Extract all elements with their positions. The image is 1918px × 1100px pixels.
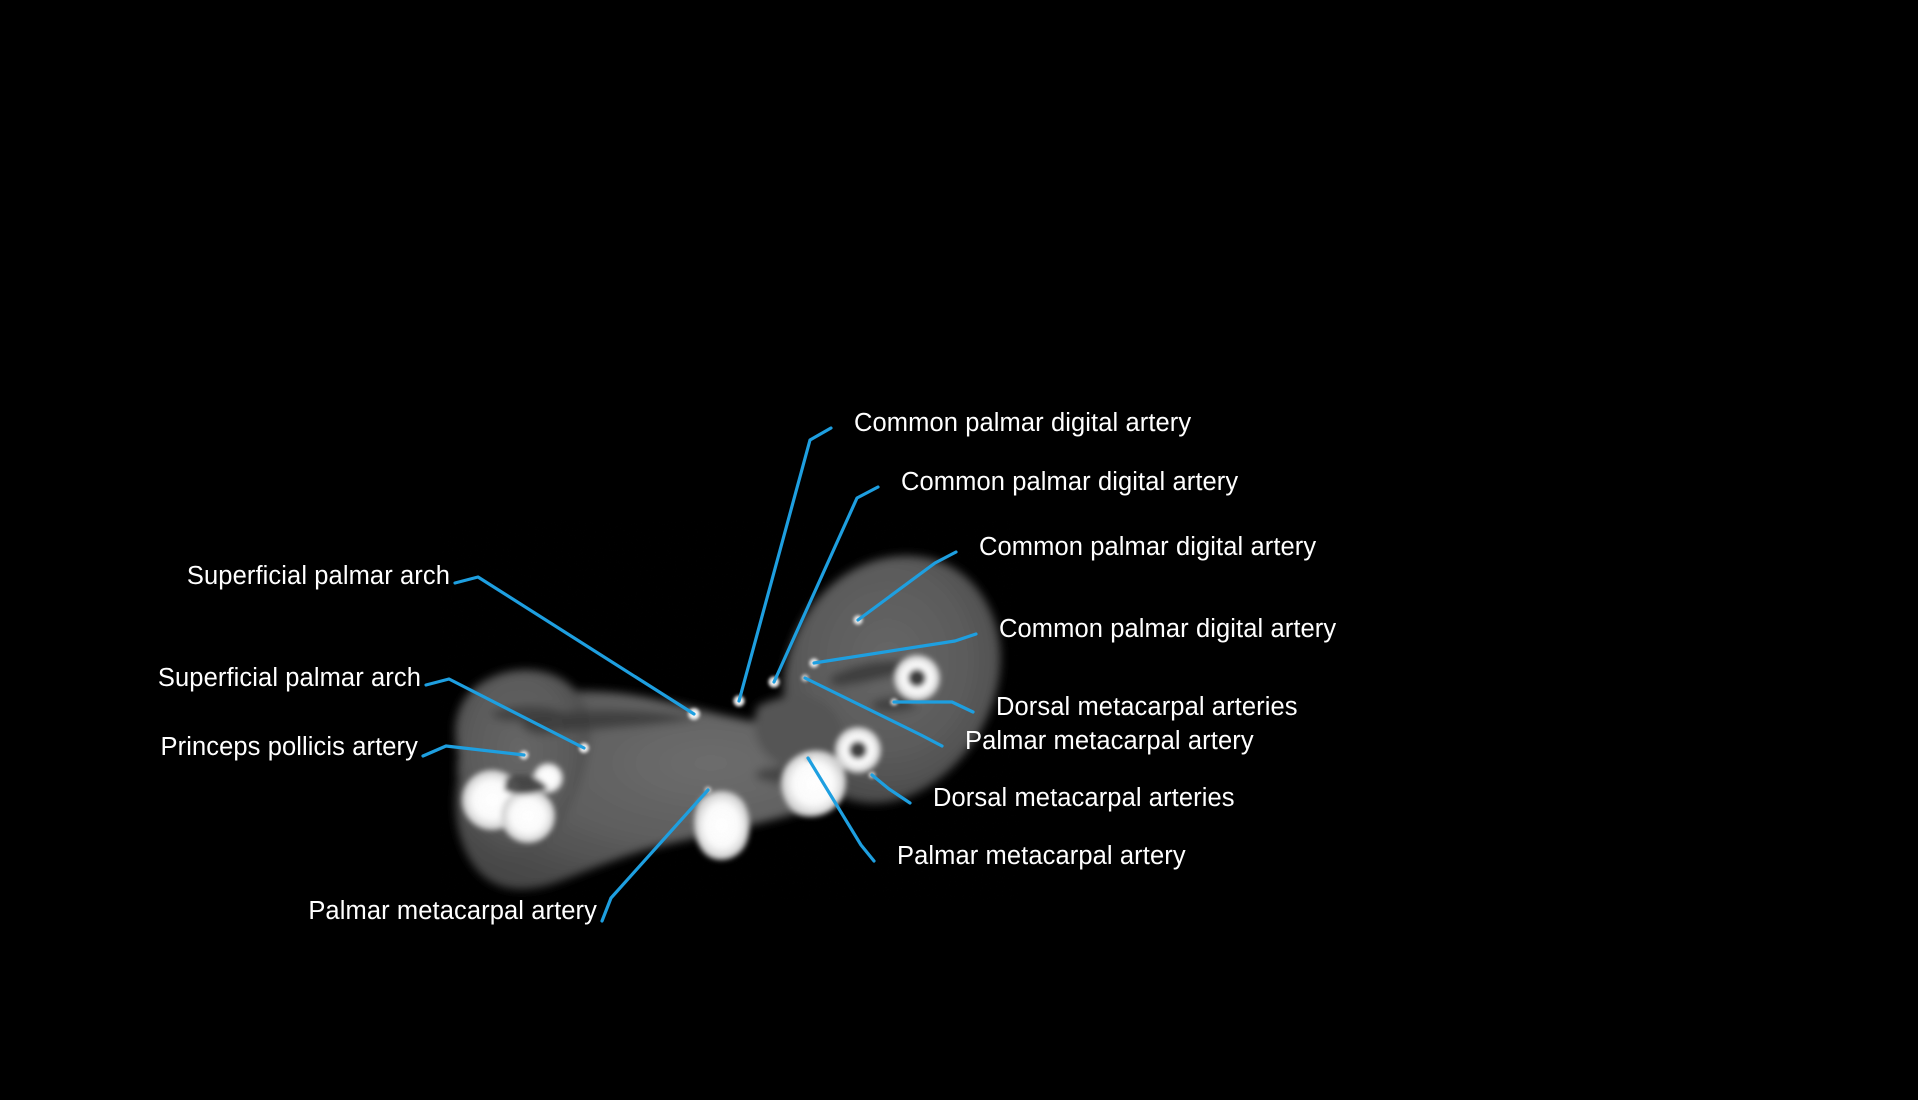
leader-line-palmar-metacarpal-artery-2: [806, 756, 876, 863]
annotation-label-palmar-metacarpal-artery-1: Palmar metacarpal artery: [965, 727, 1254, 755]
annotation-label-palmar-metacarpal-artery-3: Palmar metacarpal artery: [308, 897, 597, 925]
annotation-label-palmar-metacarpal-artery-2: Palmar metacarpal artery: [897, 842, 1186, 870]
annotation-label-common-palmar-digital-artery-3: Common palmar digital artery: [979, 533, 1317, 561]
leader-line-common-palmar-digital-artery-3: [856, 550, 958, 622]
leader-line-dorsal-metacarpal-arteries-1: [892, 700, 975, 714]
leader-line-princeps-pollicis-artery: [421, 744, 526, 758]
annotation-label-common-palmar-digital-artery-4: Common palmar digital artery: [999, 615, 1337, 643]
leader-line-superficial-palmar-arch-1: [453, 575, 696, 716]
leader-line-palmar-metacarpal-artery-1: [803, 676, 944, 748]
annotation-label-dorsal-metacarpal-arteries-1: Dorsal metacarpal arteries: [996, 693, 1298, 721]
annotation-label-common-palmar-digital-artery-1: Common palmar digital artery: [854, 409, 1192, 437]
leader-line-dorsal-metacarpal-arteries-2: [870, 773, 912, 805]
annotation-label-dorsal-metacarpal-arteries-2: Dorsal metacarpal arteries: [933, 784, 1235, 812]
annotation-label-princeps-pollicis-artery: Princeps pollicis artery: [160, 733, 418, 761]
annotation-label-superficial-palmar-arch-2: Superficial palmar arch: [157, 664, 421, 692]
annotation-label-common-palmar-digital-artery-2: Common palmar digital artery: [901, 468, 1239, 496]
annotation-label-superficial-palmar-arch-1: Superficial palmar arch: [186, 562, 450, 590]
leader-line-common-palmar-digital-artery-4: [812, 632, 978, 665]
leader-line-palmar-metacarpal-artery-3: [600, 788, 710, 923]
leader-line-common-palmar-digital-artery-2: [772, 485, 880, 684]
leader-line-common-palmar-digital-artery-1: [737, 426, 833, 703]
leader-line-superficial-palmar-arch-2: [424, 677, 586, 750]
